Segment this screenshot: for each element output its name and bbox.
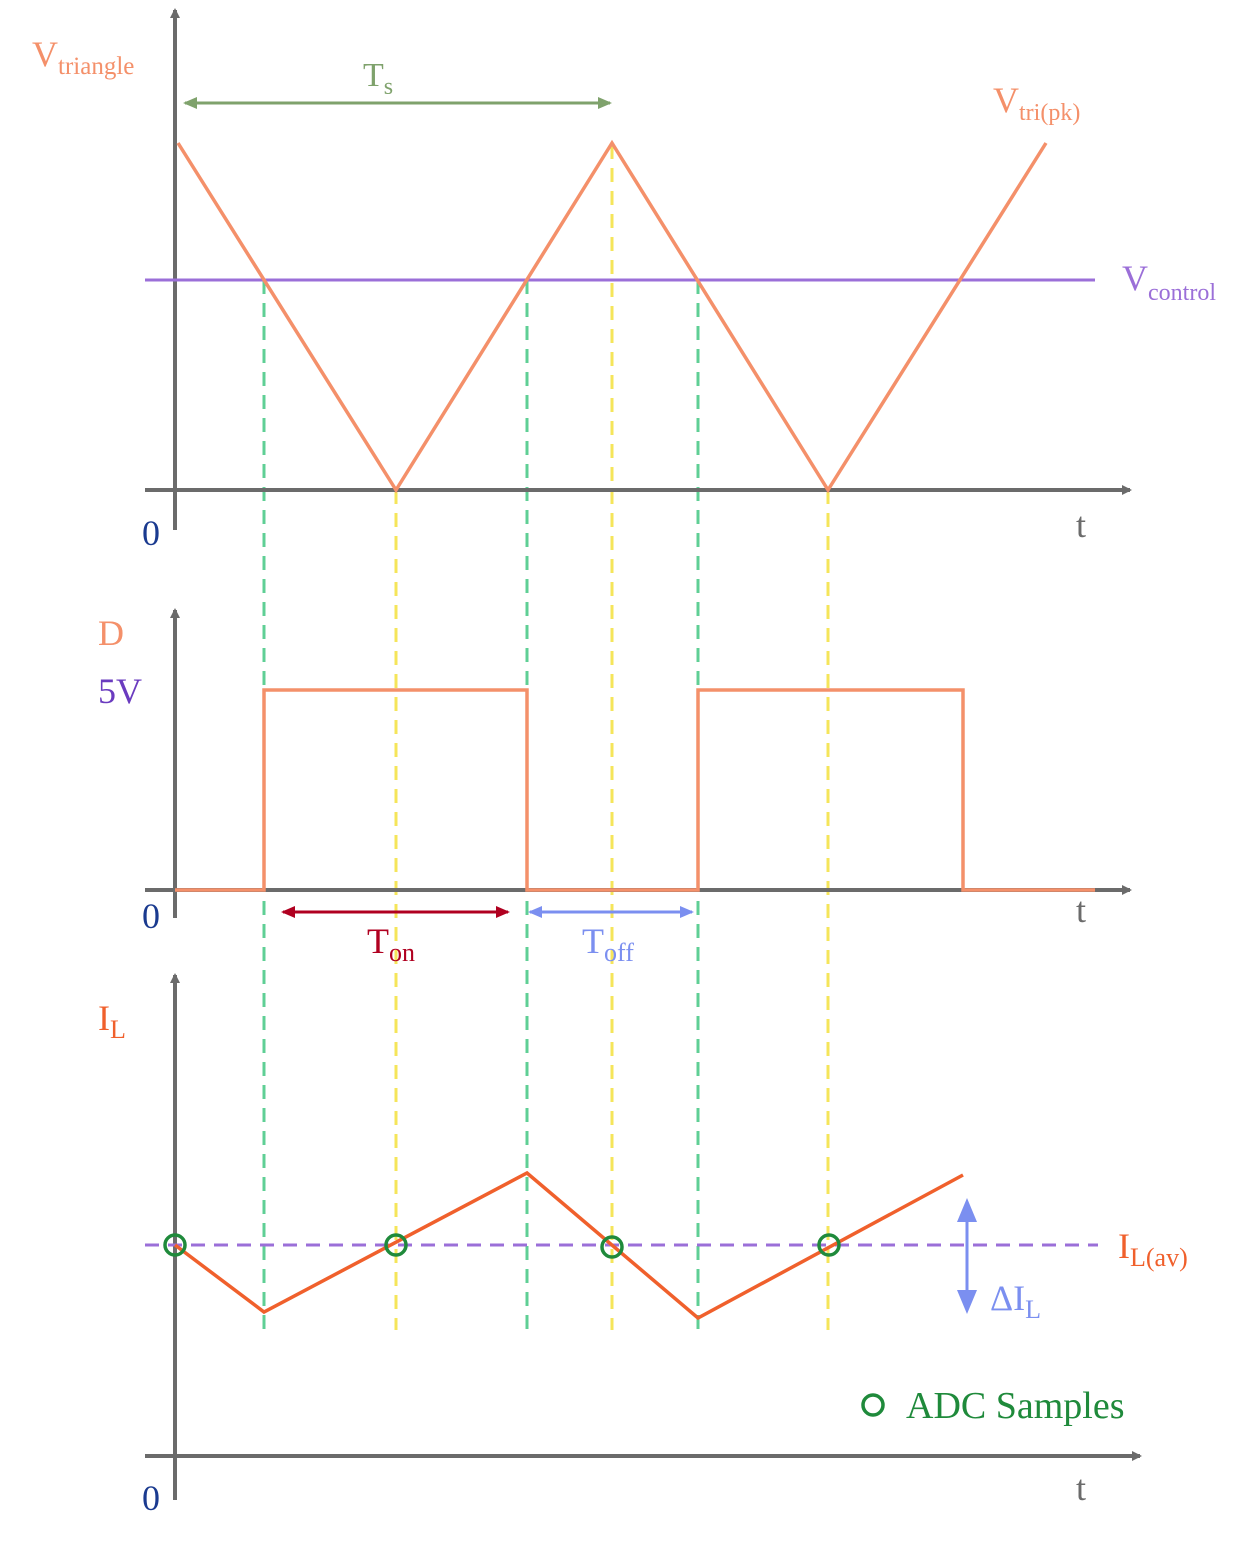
adc-sample-markers <box>163 1233 841 1259</box>
delta-il-arrow <box>957 1198 977 1314</box>
inductor-current-wave <box>173 1170 964 1321</box>
ton-label: Ton <box>367 921 415 967</box>
ts-label: Ts <box>363 57 393 100</box>
middle-t-label: t <box>1076 890 1086 930</box>
bottom-y-label: IL <box>98 998 126 1044</box>
bottom-panel: ADC Samples IL IL(av) ΔIL 0 t <box>98 973 1188 1518</box>
control-label: Vcontrol <box>1122 258 1216 306</box>
adc-sample-1 <box>163 1233 187 1257</box>
top-panel: Vtriangle Ts Vtri(pk) Vcontrol 0 t <box>32 8 1216 553</box>
top-y-label: Vtriangle <box>32 34 134 80</box>
middle-y-label: D <box>98 613 124 653</box>
middle-zero-label: 0 <box>142 896 160 936</box>
yellow-guide-lines <box>394 145 830 1330</box>
delta-il-label: ΔIL <box>990 1278 1041 1324</box>
top-t-label: t <box>1076 505 1086 545</box>
five-volt-label: 5V <box>98 671 142 711</box>
green-guide-lines <box>262 280 700 1330</box>
legend-circle-icon <box>861 1393 885 1417</box>
adc-sample-4 <box>817 1233 841 1257</box>
middle-panel: D 5V 0 t Ton Toff <box>98 608 1132 967</box>
triangle-wave <box>176 139 1048 494</box>
top-zero-label: 0 <box>142 513 160 553</box>
tri-pk-label: Vtri(pk) <box>993 80 1080 126</box>
pwm-wave <box>175 688 1095 892</box>
bottom-t-label: t <box>1076 1468 1086 1508</box>
bottom-zero-label: 0 <box>142 1478 160 1518</box>
toff-label: Toff <box>582 921 634 967</box>
adc-sample-2 <box>384 1233 408 1257</box>
legend-label: ADC Samples <box>906 1385 1125 1427</box>
adc-sample-3 <box>600 1235 624 1259</box>
iav-label: IL(av) <box>1118 1226 1188 1272</box>
